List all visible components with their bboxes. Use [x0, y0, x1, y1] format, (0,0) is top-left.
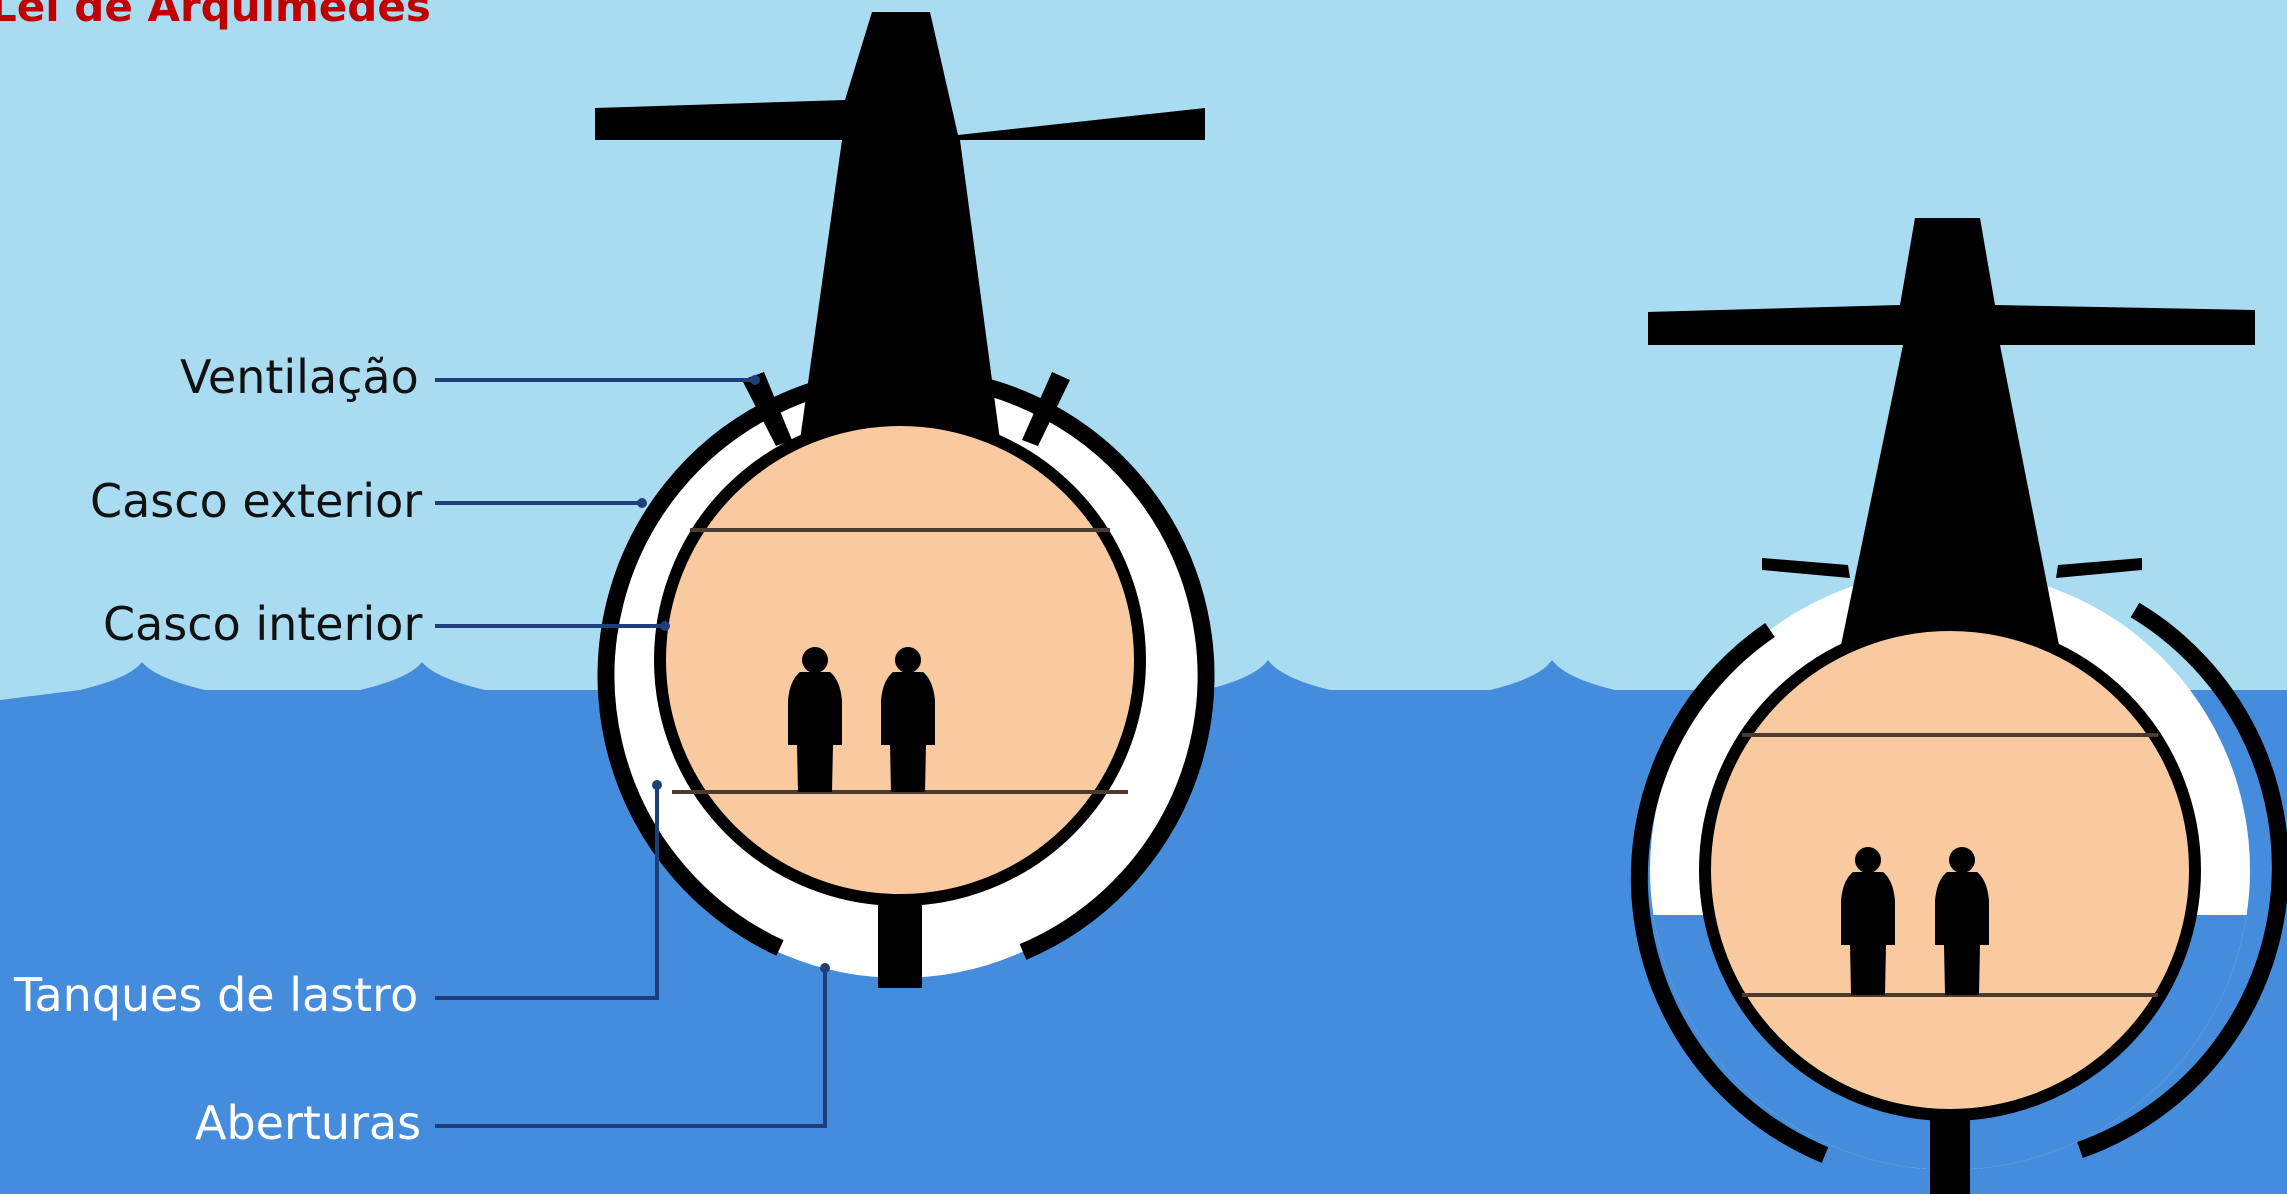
outer-hull-left	[1630, 622, 1829, 1163]
leader-line-aberturas	[435, 968, 827, 1128]
leader-lines	[435, 378, 827, 1128]
label-casco-exterior: Casco exterior	[90, 474, 423, 528]
fin-left	[1762, 558, 1850, 578]
leader-dots	[637, 375, 830, 973]
keel	[878, 900, 922, 988]
keel	[1930, 1110, 1970, 1194]
label-tanques-de-lastro: Tanques de lastro	[14, 968, 419, 1022]
label-casco-interior: Casco interior	[103, 597, 423, 651]
label-ventilacao: Ventilação	[180, 350, 419, 404]
leader-line-tanques-de-lastro	[435, 785, 659, 1000]
crew-figure	[1935, 847, 1989, 995]
crew-figure	[1841, 847, 1895, 995]
outer-hull-right	[2077, 602, 2287, 1159]
crew-figure	[881, 647, 935, 792]
label-aberturas: Aberturas	[195, 1096, 422, 1150]
submarine-flooded	[1630, 218, 2287, 1194]
submarine-surfaced	[595, 12, 1215, 988]
inner-hull	[1699, 619, 2201, 1121]
crew-figure	[788, 647, 842, 792]
vent-right	[1022, 372, 1070, 446]
sail	[1648, 218, 2255, 650]
fin-right	[2056, 558, 2142, 578]
page-title: Lei de Arquimedes	[0, 0, 431, 31]
vent-left	[742, 372, 792, 446]
sail	[595, 12, 1205, 440]
